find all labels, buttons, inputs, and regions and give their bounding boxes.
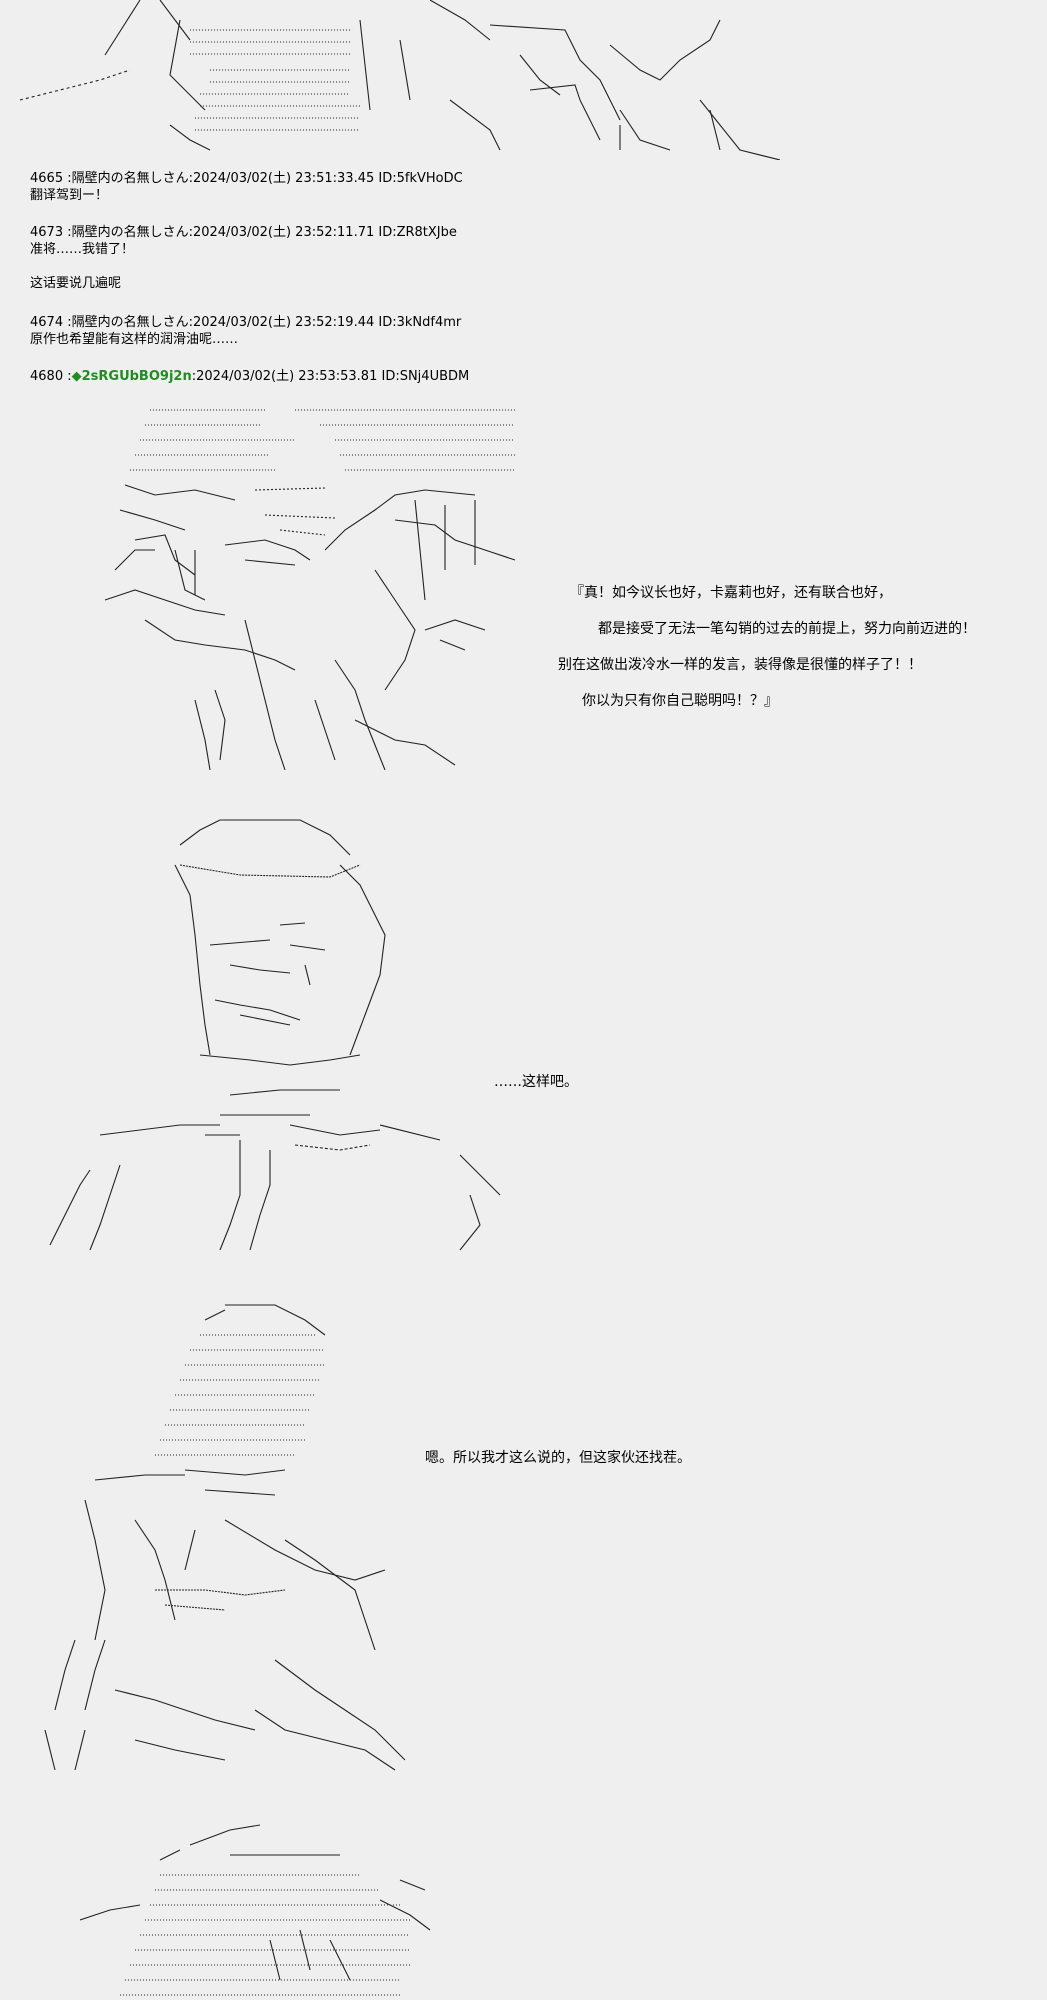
- post-4674: 4674 :隔壁内の名無しさん:2024/03/02(土) 23:52:19.4…: [30, 314, 461, 348]
- ascii-art-panel-3: [25, 1290, 445, 1780]
- post-body-line: 准将……我错了！: [30, 242, 135, 257]
- post-header: 4680 :◆2sRGUbBO9j2n:2024/03/02(土) 23:53:…: [30, 368, 469, 385]
- post-body-line: 原作也希望能有这样的润滑油呢……: [30, 332, 239, 347]
- dialog-line: 别在这做出泼冷水一样的发言，装得像是很懂的样子了！！: [558, 657, 922, 673]
- post-number: 4680 :: [30, 369, 72, 384]
- post-body-line: 这话要说几遍呢: [30, 276, 122, 291]
- post-4665: 4665 :隔壁内の名無しさん:2024/03/02(土) 23:51:33.4…: [30, 170, 463, 204]
- dialog-line: 你以为只有你自己聪明吗！？』: [582, 693, 778, 709]
- post-header: 4665 :隔壁内の名無しさん:2024/03/02(土) 23:51:33.4…: [30, 171, 463, 186]
- dialog-speech-2: ……这样吧。: [494, 1074, 578, 1090]
- post-4680: 4680 :◆2sRGUbBO9j2n:2024/03/02(土) 23:53:…: [30, 368, 469, 385]
- ascii-art-top: [20, 0, 780, 160]
- post-body-line: 翻译驾到ー！: [30, 188, 109, 203]
- dialog-speech-3: 嗯。所以我才这么说的，但这家伙还找茬。: [425, 1450, 691, 1466]
- dialog-line: 『真！如今议长也好，卡嘉莉也好，还有联合也好，: [570, 585, 892, 601]
- dialog-line: 都是接受了无法一笔勾销的过去的前提上，努力向前迈进的！: [598, 621, 976, 637]
- dialog-speech-1: 『真！如今议长也好，卡嘉莉也好，还有联合也好， 都是接受了无法一笔勾销的过去的前…: [558, 575, 976, 719]
- post-header: 4673 :隔壁内の名無しさん:2024/03/02(土) 23:52:11.7…: [30, 225, 457, 240]
- poster-trip: ◆2sRGUbBO9j2n: [71, 369, 192, 384]
- post-4673: 4673 :隔壁内の名無しさん:2024/03/02(土) 23:52:11.7…: [30, 224, 457, 292]
- blank-line: [30, 258, 457, 275]
- post-meta: :2024/03/02(土) 23:53:53.81 ID:SNj4UBDM: [191, 369, 470, 384]
- ascii-art-panel-2: [40, 805, 530, 1255]
- post-header: 4674 :隔壁内の名無しさん:2024/03/02(土) 23:52:19.4…: [30, 315, 462, 330]
- ascii-art-panel-1: [95, 400, 535, 770]
- ascii-art-panel-4: [80, 1820, 440, 2000]
